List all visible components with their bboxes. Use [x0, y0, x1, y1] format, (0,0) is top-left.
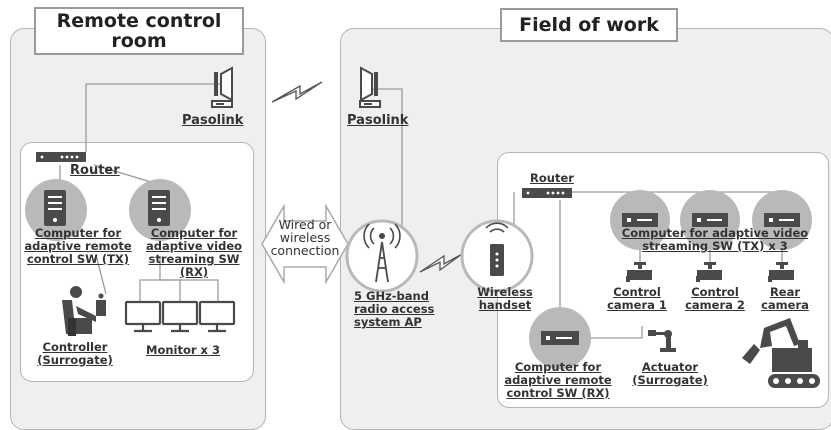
- video-box-icon: [529, 307, 591, 369]
- monitor-icon: [124, 300, 236, 333]
- operator-seat-icon: [62, 286, 106, 336]
- monitor-label: Monitor x 3: [146, 343, 220, 357]
- connection-label: Wired or wireless connection: [270, 217, 340, 258]
- video-box-icon: [752, 190, 812, 250]
- wire-rx-actuator: [590, 326, 643, 339]
- actuator-label: Actuator (Surrogate): [632, 360, 708, 387]
- router-icon: [522, 188, 572, 198]
- wire-rx-monitor1: [139, 256, 161, 302]
- camera-icon: [696, 262, 722, 282]
- pasolink-antenna-icon: [211, 66, 233, 108]
- wire-router-rx: [93, 164, 159, 185]
- router-right-label: Router: [530, 171, 574, 185]
- wire-pasolink-ap: [372, 88, 403, 228]
- wireless-handset-label: Wireless handset: [477, 285, 533, 312]
- camera-icon: [626, 262, 652, 282]
- lightning-icon: [271, 81, 323, 103]
- computer-remote-rx-label: Computer for adaptive remote control SW …: [504, 360, 612, 400]
- radio-ap-label: 5 GHz-band radio access system AP: [354, 289, 435, 329]
- field-title: Field of work: [500, 8, 678, 42]
- pasolink-antenna-icon: [359, 66, 381, 108]
- wire-pasolink-router-left: [85, 83, 222, 152]
- pasolink-left-label: Pasolink: [182, 113, 244, 128]
- wire-tx-controller: [95, 254, 107, 295]
- pasolink-right-label: Pasolink: [347, 113, 409, 128]
- router-left-label: Router: [70, 163, 120, 178]
- controller-label: Controller (Surrogate): [37, 340, 113, 367]
- computer-remote-tx-label: Computer for adaptive remote control SW …: [24, 226, 132, 266]
- radio-tower-icon: [345, 219, 419, 293]
- server-icon: [25, 179, 87, 241]
- rear-camera-label: Rear camera: [761, 285, 809, 312]
- wifi-handset-icon: [460, 219, 534, 293]
- excavator-icon: [742, 318, 820, 388]
- control-camera-2-label: Control camera 2: [685, 285, 745, 312]
- server-icon: [129, 179, 191, 241]
- video-box-icon: [610, 190, 670, 250]
- computer-video-rx-label: Computer for adaptive video streaming SW…: [145, 226, 243, 279]
- robot-arm-icon: [648, 330, 676, 352]
- diagram-graphics: [25, 66, 820, 388]
- video-box-icon: [680, 190, 740, 250]
- remote-room-title: Remote control room: [34, 7, 244, 55]
- camera-icon: [768, 262, 794, 282]
- router-icon: [36, 152, 86, 162]
- lightning-icon: [419, 253, 463, 273]
- control-camera-1-label: Control camera 1: [607, 285, 667, 312]
- computer-video-tx-label: Computer for adaptive video streaming SW…: [621, 226, 809, 253]
